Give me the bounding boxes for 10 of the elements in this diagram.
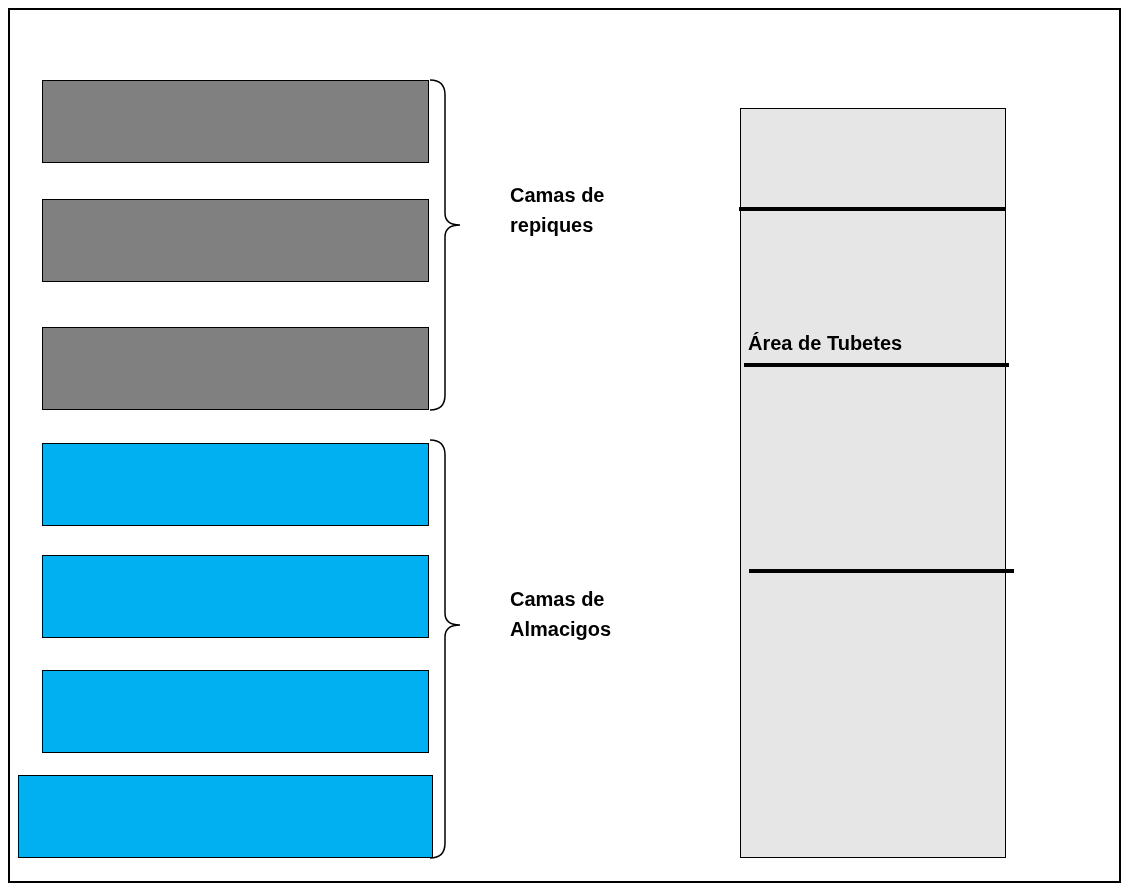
transplant-bed (42, 199, 429, 282)
seedling-bed (18, 775, 433, 858)
seedling-bed (42, 443, 429, 526)
group-label: Camas de repiques (510, 183, 606, 238)
group-label: Camas de Almacigos (510, 587, 613, 642)
transplant-bed (42, 80, 429, 163)
seedling-bed (42, 555, 429, 638)
seedling-bed (42, 670, 429, 753)
transplant-bed (42, 327, 429, 410)
area-label: Área de Tubetes (748, 332, 903, 355)
